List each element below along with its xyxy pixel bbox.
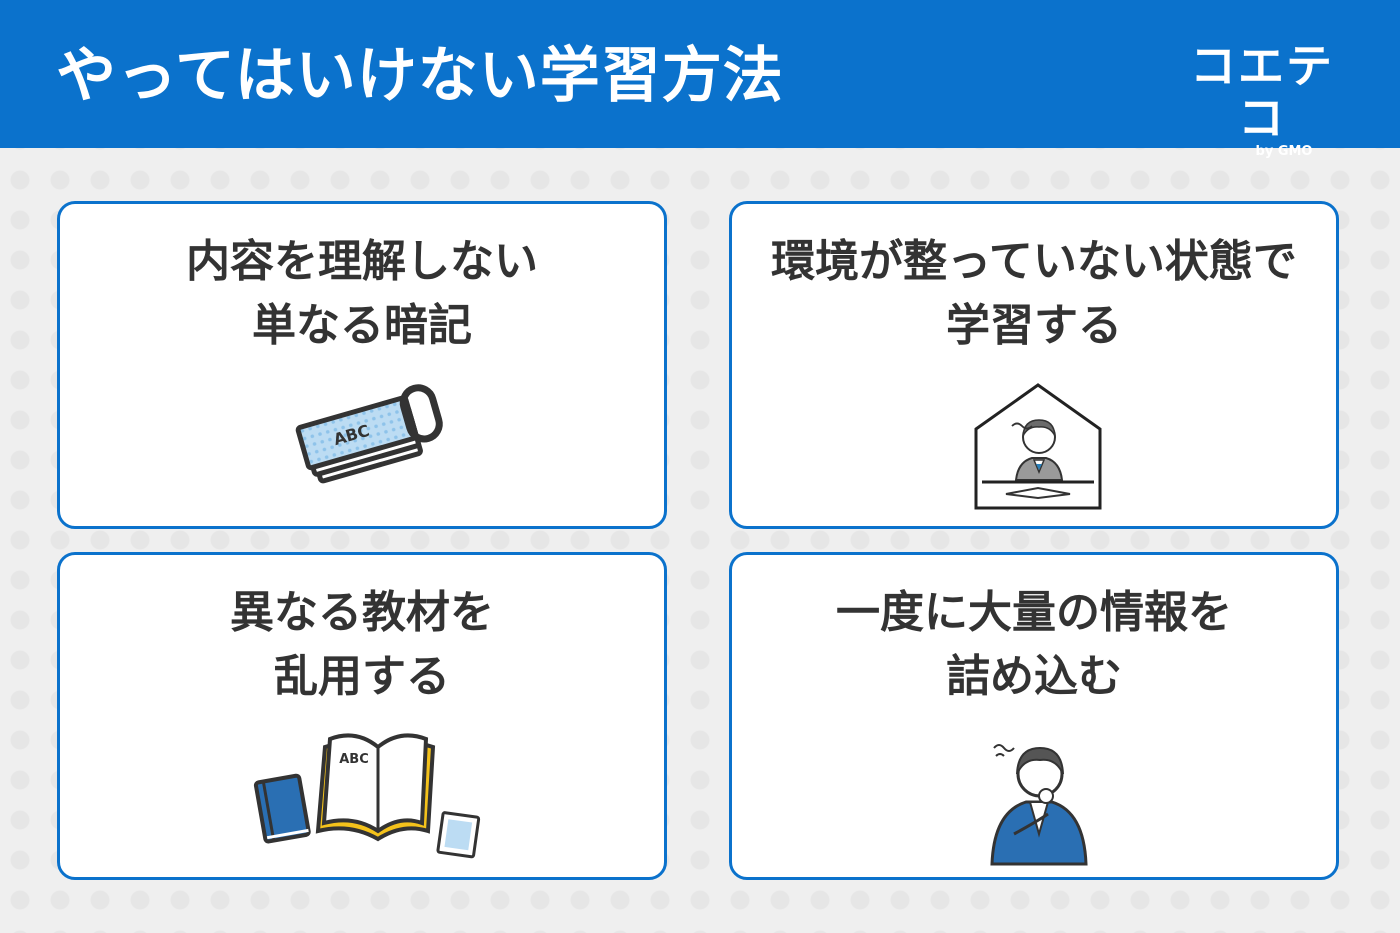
card-title: 異なる教材を 乱用する [60, 581, 664, 709]
card-title-line: 異なる教材を [230, 587, 494, 638]
card-title-line: 一度に大量の情報を [836, 587, 1232, 638]
brand-name: コエテコ [1190, 39, 1334, 145]
card-rote-memorization: 内容を理解しない 単なる暗記 ABC [57, 201, 667, 529]
card-poor-environment: 環境が整っていない状態で 学習する [729, 201, 1339, 529]
card-title-line: 環境が整っていない状態で [771, 236, 1297, 287]
house-student-icon [974, 383, 1102, 510]
page-title: やってはいけない学習方法 [56, 41, 784, 111]
worried-student-icon [990, 744, 1088, 866]
brand-sub: by GMO [1255, 144, 1313, 159]
card-title: 内容を理解しない 単なる暗記 [60, 230, 664, 358]
card-title: 一度に大量の情報を 詰め込む [732, 581, 1336, 709]
card-title-line: 乱用する [274, 651, 450, 702]
card-too-many-materials: 異なる教材を 乱用する ABC [57, 552, 667, 880]
header-bar: やってはいけない学習方法 コエテコ by GMO [0, 0, 1400, 159]
card-title-line: 学習する [946, 300, 1122, 351]
card-title-line: 単なる暗記 [252, 300, 472, 351]
flashcard-ring-icon: ABC [295, 384, 443, 484]
books-icon: ABC [253, 733, 481, 859]
card-title: 環境が整っていない状態で 学習する [732, 230, 1336, 358]
book-text: ABC [339, 752, 369, 767]
card-title-line: 詰め込む [946, 651, 1122, 702]
card-title-line: 内容を理解しない [186, 236, 538, 287]
brand-logo: コエテコ by GMO [1172, 40, 1352, 160]
card-cramming: 一度に大量の情報を 詰め込む [729, 552, 1339, 880]
